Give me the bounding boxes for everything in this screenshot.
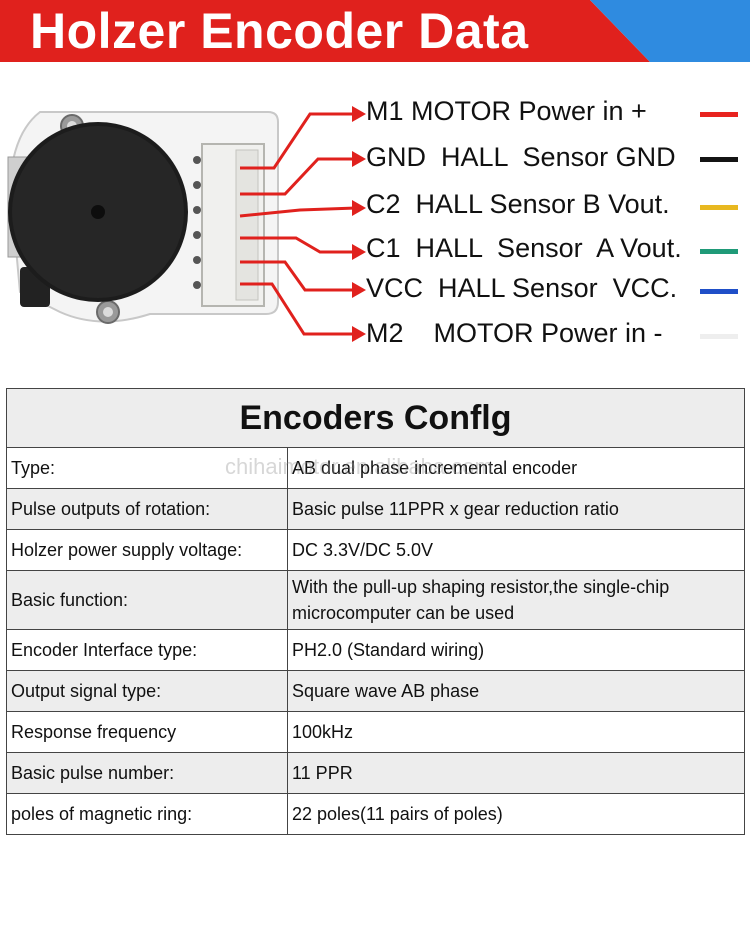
row-value: Basic pulse 11PPR x gear reduction ratio	[292, 499, 619, 519]
pin-label-gnd: GND HALL Sensor GND	[366, 142, 676, 172]
pin-label-vcc: VCC HALL Sensor VCC.	[366, 273, 678, 303]
table-row: Holzer power supply voltage: DC 3.3V/DC …	[7, 530, 744, 571]
row-key: Holzer power supply voltage:	[7, 530, 288, 570]
row-value: 100kHz	[292, 722, 354, 742]
row-value: AB dual phase incremental encoder	[292, 458, 578, 478]
table-row: Type: AB dual phase incremental encoder	[7, 448, 744, 489]
wire-swatch-blue	[700, 289, 738, 294]
wire-swatch-green	[700, 249, 738, 254]
table-row: Basic pulse number: 11 PPR	[7, 753, 744, 794]
row-value: Square wave AB phase	[292, 681, 480, 701]
wire-swatch-white	[700, 334, 738, 339]
encoder-board-illustration	[7, 106, 366, 342]
table-row: Output signal type: Square wave AB phase	[7, 671, 744, 712]
row-value: 11 PPR	[292, 763, 353, 783]
table-row: Basic function: With the pull-up shaping…	[7, 571, 744, 630]
row-key: Pulse outputs of rotation:	[7, 489, 288, 529]
config-table-title: Encoders Conflg	[7, 389, 744, 448]
pin-label-c2: C2 HALL Sensor B Vout.	[366, 189, 670, 219]
row-key: Type:	[7, 448, 288, 488]
pin-label-m1: M1 MOTOR Power in +	[366, 96, 647, 126]
row-value: 22 poles(11 pairs of poles)	[292, 804, 503, 824]
row-key: Basic pulse number:	[7, 753, 288, 793]
wire-swatch-black	[700, 157, 738, 162]
table-row: Encoder Interface type: PH2.0 (Standard …	[7, 630, 744, 671]
encoder-config-table: Encoders Conflg Type: AB dual phase incr…	[6, 388, 745, 835]
row-key: Basic function:	[7, 571, 288, 629]
row-value: With the pull-up shaping resistor,the si…	[292, 577, 670, 623]
title-banner: Holzer Encoder Data	[0, 0, 750, 62]
row-key: poles of magnetic ring:	[7, 794, 288, 834]
row-value: PH2.0 (Standard wiring)	[292, 640, 485, 660]
table-row: Pulse outputs of rotation: Basic pulse 1…	[7, 489, 744, 530]
table-row: Response frequency 100kHz	[7, 712, 744, 753]
row-key: Encoder Interface type:	[7, 630, 288, 670]
table-row: poles of magnetic ring: 22 poles(11 pair…	[7, 794, 744, 834]
row-value: DC 3.3V/DC 5.0V	[292, 540, 434, 560]
banner-background	[0, 0, 750, 62]
page-title: Holzer Encoder Data	[30, 3, 529, 59]
encoder-pinout: M1 MOTOR Power in + GND HALL Sensor GND …	[0, 62, 750, 387]
row-key: Response frequency	[7, 712, 288, 752]
pin-label-c1: C1 HALL Sensor A Vout.	[366, 233, 682, 263]
wire-swatch-yellow	[700, 205, 738, 210]
pin-label-m2: M2 MOTOR Power in -	[366, 318, 663, 348]
wire-swatch-red	[700, 112, 738, 117]
row-key: Output signal type:	[7, 671, 288, 711]
